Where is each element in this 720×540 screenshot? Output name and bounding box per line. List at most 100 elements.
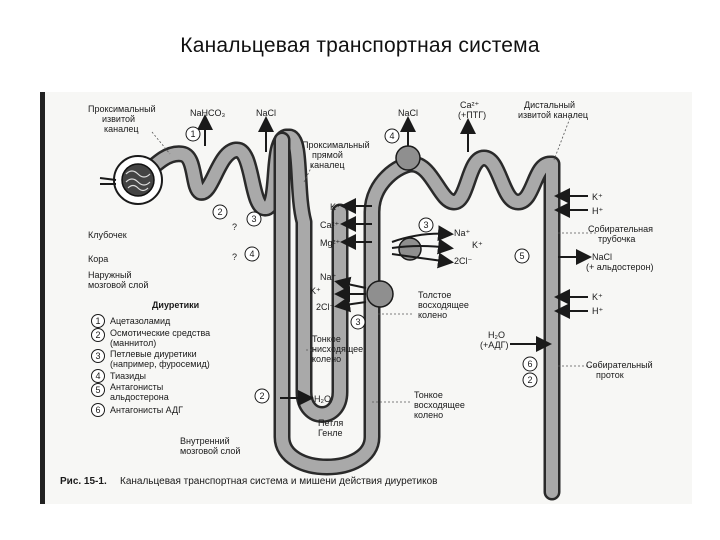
ion-na: Na⁺	[454, 228, 471, 238]
svg-text:Ацетазоламид: Ацетазоламид	[110, 316, 171, 326]
right-ion-h: H⁺	[592, 206, 603, 216]
nephron-tubule	[129, 128, 561, 501]
legend-item: 2 Осмотические средства (маннитол)	[91, 328, 210, 348]
pointer-lines	[151, 117, 600, 403]
label-inner-medulla-2: мозговой слой	[180, 446, 240, 456]
marker-2-descending: 2	[254, 388, 270, 404]
svg-text:6: 6	[527, 359, 532, 369]
svg-text:(маннитол): (маннитол)	[110, 338, 156, 348]
svg-text:5: 5	[95, 385, 100, 395]
legend-heading: Диуретики	[152, 300, 199, 310]
ion-2cl-b: 2Cl⁻	[316, 302, 335, 312]
ion-na-b: Na⁺	[320, 272, 337, 282]
label-nacl-prox: NaCl	[256, 108, 276, 118]
marker-6-right: 6	[522, 356, 538, 372]
svg-text:4: 4	[389, 131, 394, 141]
svg-text:Осмотические средства: Осмотические средства	[110, 328, 210, 338]
label-nacl-aldo-1: NaCl	[592, 252, 612, 262]
label-collecting-duct-1: Собирательный	[586, 360, 653, 370]
legend-item: 3 Петлевые диуретики (например, фуросеми…	[91, 349, 210, 369]
svg-text:3: 3	[95, 351, 100, 361]
svg-text:4: 4	[95, 371, 100, 381]
label-ca-pth-1: Ca²⁺	[460, 100, 480, 110]
drug-site-markers: 1 4 2 3 4 3 3 5 6 2 2	[185, 126, 538, 404]
label-proximal-straight-2: прямой	[312, 150, 343, 160]
q-mark-2: ?	[232, 252, 237, 262]
label-thin-ascending-3: колено	[414, 410, 443, 420]
label-outer-medulla-2: мозговой слой	[88, 280, 148, 290]
right-ion-k2: K⁺	[592, 292, 603, 302]
label-h2o-adh-2: (+АДГ)	[480, 340, 509, 350]
svg-text:2: 2	[217, 207, 222, 217]
label-inner-medulla-1: Внутренний	[180, 436, 230, 446]
svg-text:2: 2	[259, 391, 264, 401]
label-collecting-tubule-1: Собирательная	[588, 224, 653, 234]
label-nacl-dist: NaCl	[398, 108, 418, 118]
diuretics-legend: Диуретики 1 Ацетазоламид 2 Осмотические …	[91, 300, 210, 417]
label-ca-pth-2: (+ПТГ)	[458, 110, 486, 120]
ion-2cl: 2Cl⁻	[454, 256, 473, 266]
label-thin-ascending-2: восходящее	[414, 400, 465, 410]
ion-ca: Ca²⁺	[320, 220, 340, 230]
marker-2-right: 2	[522, 372, 538, 388]
marker-2-prox: 2	[212, 204, 228, 220]
ion-k: K⁺	[330, 202, 341, 212]
label-proximal-convoluted-3: каналец	[104, 124, 139, 134]
slide-title: Канальцевая транспортная система	[180, 34, 540, 57]
label-collecting-duct-2: проток	[596, 370, 624, 380]
label-proximal-convoluted-1: Проксимальный	[88, 104, 156, 114]
ion-k-b: K⁺	[310, 286, 321, 296]
label-h2o-adh-1: H₂O	[488, 330, 505, 340]
label-thin-ascending-1: Тонкое	[414, 390, 443, 400]
svg-text:1: 1	[190, 129, 195, 139]
label-thin-descending-2: нисходящее	[312, 344, 363, 354]
label-proximal-straight-1: Проксимальный	[302, 140, 370, 150]
figure-caption: Рис. 15-1. Канальцевая транспортная сист…	[60, 476, 437, 487]
label-nacl-aldo-2: (+ альдостерон)	[586, 262, 653, 272]
svg-text:1: 1	[95, 316, 100, 326]
svg-text:5: 5	[519, 251, 524, 261]
legend-item: 6 Антагонисты АДГ	[91, 403, 183, 417]
svg-text:Тиазиды: Тиазиды	[110, 371, 146, 381]
label-thin-descending-1: Тонкое	[312, 334, 341, 344]
marker-5-right: 5	[514, 248, 530, 264]
q-mark-1: ?	[232, 222, 237, 232]
label-thin-descending-3: колено	[312, 354, 341, 364]
label-distal-convoluted-1: Дистальный	[524, 100, 575, 110]
svg-text:альдостерона: альдостерона	[110, 392, 169, 402]
marker-1: 1	[185, 126, 201, 142]
right-ion-k: K⁺	[592, 192, 603, 202]
legend-item: 1 Ацетазоламид	[91, 314, 171, 328]
legend-item: 5 Антагонисты альдостерона	[91, 382, 169, 402]
svg-text:4: 4	[249, 249, 254, 259]
marker-4-top: 4	[384, 128, 400, 144]
label-thick-ascending-1: Толстое	[418, 290, 451, 300]
caption-prefix: Рис. 15-1.	[60, 476, 107, 487]
ion-mg: Mg²⁺	[320, 238, 340, 248]
marker-3-thick: 3	[418, 217, 434, 233]
right-ion-h2: H⁺	[592, 306, 603, 316]
label-nahco3: NaHCO₃	[190, 108, 226, 118]
legend-item: 4 Тиазиды	[91, 369, 146, 383]
label-collecting-tubule-2: трубочка	[598, 234, 635, 244]
marker-3-prox: 3	[246, 211, 262, 227]
svg-text:Антагонисты АДГ: Антагонисты АДГ	[110, 405, 183, 415]
ion-k-2: K⁺	[472, 240, 483, 250]
svg-text:3: 3	[423, 220, 428, 230]
svg-text:3: 3	[355, 317, 360, 327]
label-loop-henle-2: Генле	[318, 428, 343, 438]
svg-text:2: 2	[95, 330, 100, 340]
marker-4-prox: 4	[244, 246, 260, 262]
svg-text:3: 3	[251, 214, 256, 224]
svg-text:(например, фуросемид): (например, фуросемид)	[110, 359, 210, 369]
transporter-cells	[366, 145, 422, 308]
caption-text: Канальцевая транспортная система и мишен…	[120, 476, 437, 487]
ion-h2o: H₂O	[314, 394, 331, 404]
label-proximal-straight-3: каналец	[310, 160, 345, 170]
marker-3-medulla: 3	[350, 314, 366, 330]
label-proximal-convoluted-2: извитой	[102, 114, 135, 124]
label-loop-henle-1: Петля	[318, 418, 343, 428]
label-cortex: Кора	[88, 254, 108, 264]
glomerulus-capsule	[99, 155, 163, 205]
label-thick-ascending-3: колено	[418, 310, 447, 320]
